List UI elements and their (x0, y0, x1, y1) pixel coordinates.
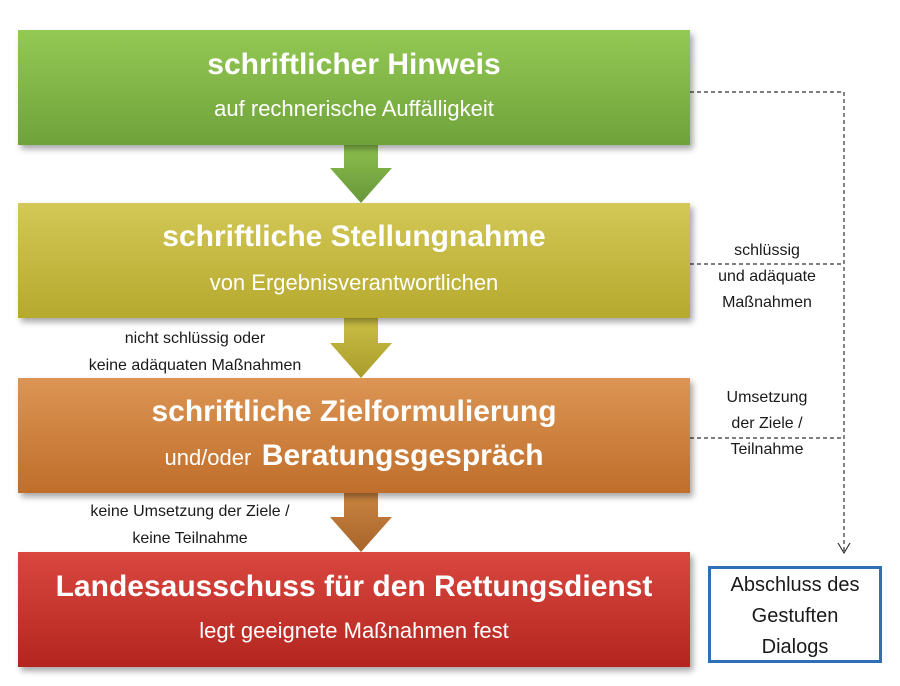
end-box-line: Gestuften (751, 605, 839, 627)
end-box-line: Dialogs (761, 636, 829, 658)
flow-arrow-3 (330, 493, 392, 552)
step-title: Landesausschuss für den Rettungsdienst (55, 570, 653, 603)
step-box-landesausschuss: Landesausschuss für den Rettungsdienst l… (18, 552, 690, 667)
label-line: nicht schlüssig oder (124, 330, 266, 347)
end-box-line: Abschluss des (730, 574, 860, 596)
label-line: der Ziele / (731, 415, 803, 432)
step-subtitle-bold: Beratungsgespräch (261, 439, 544, 472)
step-subtitle: legt geeignete Maßnahmen fest (199, 618, 509, 643)
label-line: Maßnahmen (722, 294, 812, 311)
dashed-arrowhead (837, 542, 851, 555)
step-subtitle: und/oder Beratungsgespräch (18, 439, 690, 473)
step-subtitle: auf rechnerische Auffälligkeit (214, 96, 494, 121)
step-title: schriftliche Stellungnahme (162, 220, 546, 253)
label-line: Umsetzung (726, 389, 808, 406)
label-line: keine Teilnahme (132, 530, 248, 547)
arrow-label-no-implementation: keine Umsetzung der Ziele / keine Teilna… (45, 498, 335, 552)
label-line: keine adäquaten Maßnahmen (88, 357, 302, 374)
end-box-abschluss: Abschluss des Gestuften Dialogs (708, 566, 882, 663)
step-subtitle-prefix: und/oder (164, 445, 252, 470)
label-line: Teilnahme (730, 441, 804, 458)
label-line: keine Umsetzung der Ziele / (90, 503, 290, 520)
arrow-label-not-conclusive: nicht schlüssig oder keine adäquaten Maß… (50, 325, 340, 379)
step-box-hinweis: schriftlicher Hinweis auf rechnerische A… (18, 30, 690, 145)
side-label-implementation: Umsetzung der Ziele / Teilnahme (692, 385, 842, 463)
step-title: schriftliche Zielformulierung (151, 395, 557, 428)
step-subtitle: von Ergebnisverantwortlichen (209, 270, 499, 295)
label-line: und adäquate (718, 268, 816, 285)
step-box-zielformulierung: schriftliche Zielformulierung und/oder B… (18, 378, 690, 493)
step-box-stellungnahme: schriftliche Stellungnahme von Ergebnisv… (18, 203, 690, 318)
step-title: schriftlicher Hinweis (207, 48, 501, 81)
flow-arrow-1 (330, 145, 392, 203)
label-line: schlüssig (734, 242, 800, 259)
flow-arrow-2 (330, 318, 392, 378)
side-label-conclusive: schlüssig und adäquate Maßnahmen (692, 238, 842, 316)
